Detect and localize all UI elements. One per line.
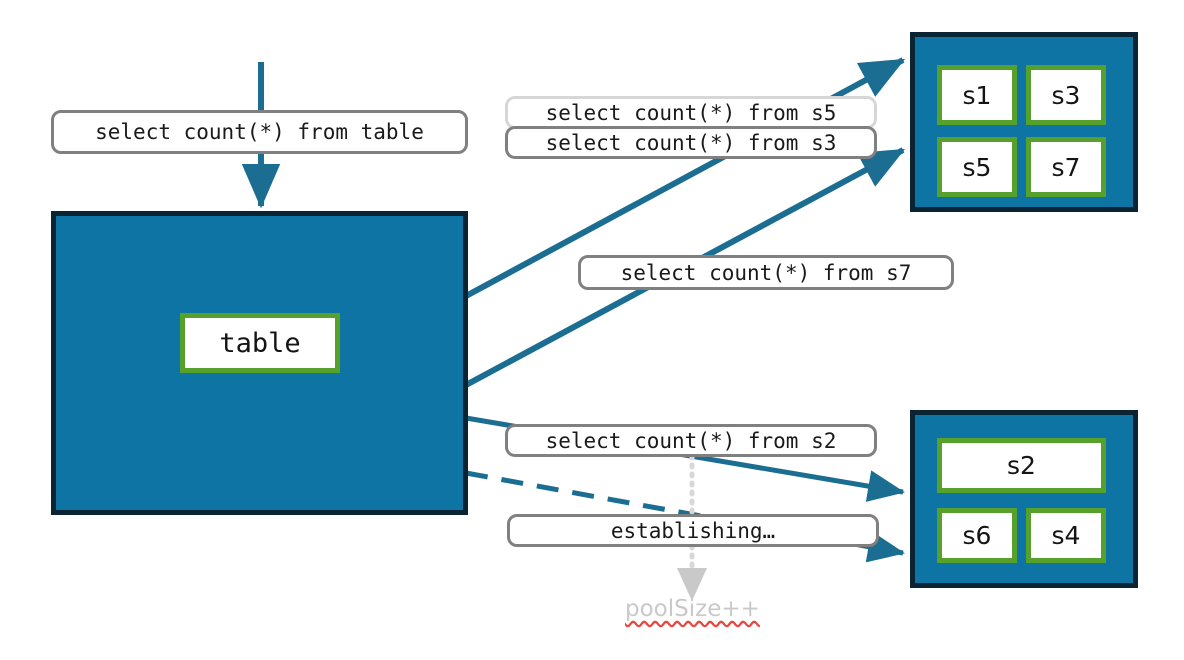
- query-label-s7[interactable]: select count(*) from s7: [578, 255, 954, 290]
- server-chip-label: s6: [962, 521, 992, 550]
- query-label-text: select count(*) from s2: [545, 428, 837, 453]
- server-chip-label: s7: [1051, 152, 1081, 182]
- query-label-establishing[interactable]: establishing…: [507, 514, 879, 547]
- query-label-s3[interactable]: select count(*) from s3: [505, 126, 877, 159]
- server-chip-label: s2: [1007, 451, 1036, 480]
- server-chip-s4[interactable]: s4: [1026, 508, 1106, 563]
- server-chip-s1[interactable]: s1: [937, 65, 1017, 125]
- query-label-entry[interactable]: select count(*) from table: [51, 110, 468, 154]
- server-chip-s7[interactable]: s7: [1026, 137, 1106, 197]
- server-chip-label: s3: [1051, 80, 1081, 110]
- server-chip-s5[interactable]: s5: [937, 137, 1017, 197]
- table-chip-label: table: [219, 327, 301, 359]
- table-container: [51, 211, 468, 515]
- query-label-text: select count(*) from s5: [545, 100, 837, 125]
- query-label-text: select count(*) from s3: [545, 130, 837, 155]
- server-chip-s3[interactable]: s3: [1026, 65, 1106, 125]
- query-label-text: select count(*) from s7: [620, 260, 912, 285]
- server-chip-label: s4: [1051, 521, 1081, 550]
- server-chip-s6[interactable]: s6: [937, 508, 1017, 563]
- server-chip-label: s5: [962, 152, 992, 182]
- query-label-text: select count(*) from table: [95, 120, 424, 144]
- query-label-s2[interactable]: select count(*) from s2: [505, 424, 877, 457]
- server-chip-s2[interactable]: s2: [937, 438, 1106, 493]
- query-label-s5[interactable]: select count(*) from s5: [505, 96, 877, 129]
- poolsize-annotation: poolSize++: [625, 596, 760, 622]
- query-label-text: establishing…: [610, 518, 776, 543]
- poolsize-annotation-text: poolSize++: [625, 596, 760, 622]
- server-chip-label: s1: [962, 80, 992, 110]
- table-chip[interactable]: table: [180, 313, 340, 373]
